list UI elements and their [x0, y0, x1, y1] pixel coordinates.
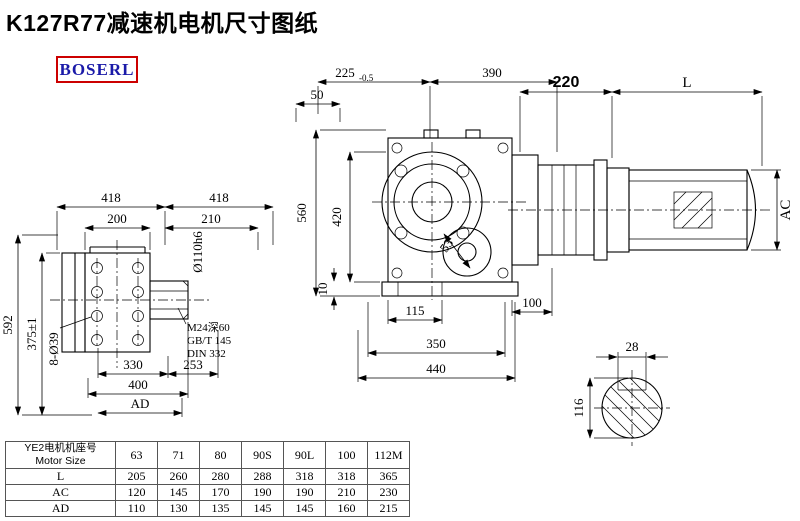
table-header-en: Motor Size — [35, 455, 86, 467]
row-label-L: L — [5, 468, 116, 485]
dim-253-label: 253 — [183, 357, 203, 372]
dim-28-label: 28 — [626, 339, 639, 354]
dim-420-label: 420 — [329, 207, 344, 227]
table-cell: 215 — [367, 500, 410, 517]
table-cell: 190 — [241, 484, 284, 501]
table-col-header-5: 100 — [325, 441, 368, 469]
dim-200-label: 200 — [107, 211, 127, 226]
table-cell: 205 — [115, 468, 158, 485]
dim-225-tolerance-label: -0.5 — [359, 73, 374, 83]
table-cell: 170 — [199, 484, 242, 501]
thread-note-line3: DIN 332 — [187, 348, 226, 360]
dim-390-label: 390 — [482, 65, 502, 80]
dim-560-label: 560 — [294, 203, 309, 223]
table-row-AD: AD 110 130 135 145 145 160 215 — [5, 500, 410, 517]
thread-note-line1: M24深60 — [187, 321, 230, 334]
table-cell: 130 — [157, 500, 200, 517]
table-cell: 365 — [367, 468, 410, 485]
dim-AC-label: AC — [778, 200, 794, 221]
front-view-dimensions — [14, 203, 274, 417]
shaft-section-geometry — [594, 352, 670, 446]
dim-592-label: 592 — [0, 315, 15, 335]
dim-400-label: 400 — [128, 377, 148, 392]
table-cell: 288 — [241, 468, 284, 485]
dim-350-label: 350 — [426, 336, 446, 351]
table-cell: 190 — [283, 484, 326, 501]
table-col-header-3: 90S — [241, 441, 284, 469]
motor-size-table: YE2电机机座号 Motor Size 63 71 80 90S 90L 100… — [5, 441, 410, 517]
table-col-header-2: 80 — [199, 441, 242, 469]
dim-375-label: 375±1 — [24, 317, 39, 350]
motor-geometry — [508, 154, 772, 266]
table-col-header-6: 112M — [367, 441, 410, 469]
dim-210-label: 210 — [201, 211, 221, 226]
page-title: K127R77减速机电机尺寸图纸 — [6, 10, 319, 36]
table-col-header-4: 90L — [283, 441, 326, 469]
table-cell: 145 — [157, 484, 200, 501]
table-cell: 160 — [325, 500, 368, 517]
table-row-AC: AC 120 145 170 190 190 210 230 — [5, 484, 410, 501]
dim-418-right-label: 418 — [209, 190, 229, 205]
dim-AD-label: AD — [131, 396, 150, 411]
dim-10-label: 10 — [315, 283, 330, 296]
row-label-AD: AD — [5, 500, 116, 517]
bolt-callout-label: 8-Ø39 — [46, 332, 61, 365]
dim-440-label: 440 — [426, 361, 446, 376]
brand-logo: BOSERL — [56, 56, 138, 83]
table-header-row: YE2电机机座号 Motor Size 63 71 80 90S 90L 100… — [5, 441, 410, 469]
side-view-dimensions — [295, 78, 558, 382]
side-view-geometry — [372, 129, 528, 300]
dim-330-label: 330 — [123, 357, 143, 372]
table-cell: 145 — [283, 500, 326, 517]
table-cell: 135 — [199, 500, 242, 517]
table-cell: 110 — [115, 500, 158, 517]
dim-220-label: 220 — [553, 74, 580, 91]
dimension-labels: 225 -0.5 390 50 560 420 10 53 115 100 35… — [0, 65, 794, 418]
dim-115-label: 115 — [405, 303, 424, 318]
dim-116-label: 116 — [571, 398, 586, 418]
table-cell: 318 — [325, 468, 368, 485]
table-col-header-1: 71 — [157, 441, 200, 469]
table-col-header-0: 63 — [115, 441, 158, 469]
motor-dimensions — [519, 88, 781, 251]
table-cell: 260 — [157, 468, 200, 485]
row-label-AC: AC — [5, 484, 116, 501]
dim-50-label: 50 — [311, 87, 324, 102]
table-cell: 230 — [367, 484, 410, 501]
dim-L-label: L — [682, 75, 691, 91]
table-cell: 318 — [283, 468, 326, 485]
dim-100-label: 100 — [522, 295, 542, 310]
table-cell: 120 — [115, 484, 158, 501]
table-cell: 280 — [199, 468, 242, 485]
shaft-diameter-label: Ø110h6 — [190, 231, 205, 273]
table-row-L: L 205 260 280 288 318 318 365 — [5, 468, 410, 485]
table-cell: 145 — [241, 500, 284, 517]
front-view-geometry — [50, 240, 210, 368]
dim-418-left-label: 418 — [101, 190, 121, 205]
dim-225-label: 225 — [335, 65, 355, 80]
table-cell: 210 — [325, 484, 368, 501]
section-dimensions — [586, 353, 668, 439]
thread-note-line2: GB/T 145 — [187, 335, 232, 347]
table-header-cn: YE2电机机座号 — [24, 442, 97, 455]
dim-53-label: 53 — [436, 236, 456, 255]
table-header-motor-size: YE2电机机座号 Motor Size — [5, 441, 116, 469]
